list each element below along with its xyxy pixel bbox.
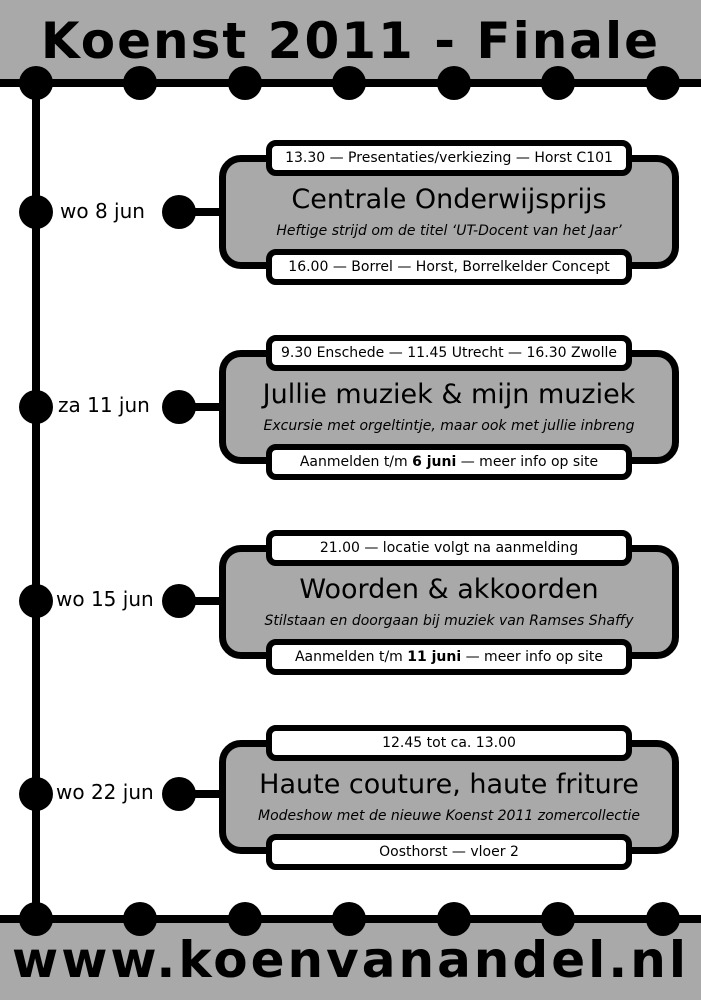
event-connector — [178, 403, 226, 411]
event-extra-info: Aanmelden t/m 11 juni — meer info op sit… — [266, 639, 632, 675]
time-info-text: 13.30 — Presentaties/verkiezing — Horst … — [285, 150, 613, 166]
extra-info-suffix: — meer info op site — [456, 454, 599, 470]
event-extra-info: 16.00 — Borrel — Horst, Borrelkelder Con… — [266, 249, 632, 285]
extra-info-text: 16.00 — Borrel — Horst, Borrelkelder Con… — [288, 259, 610, 275]
rail-dot — [541, 902, 575, 936]
event-date: wo 22 jun — [56, 780, 154, 804]
event-date: wo 15 jun — [56, 587, 154, 611]
event-subtitle: Stilstaan en doorgaan bij muziek van Ram… — [264, 613, 634, 629]
timeline-dot — [19, 390, 53, 424]
rail-dot — [332, 902, 366, 936]
rail-dot — [332, 66, 366, 100]
event-connector — [178, 597, 226, 605]
timeline-dot — [19, 584, 53, 618]
website-link[interactable]: www.koenvanandel.nl — [12, 930, 689, 989]
time-info-text: 9.30 Enschede — 11.45 Utrecht — 16.30 Zw… — [280, 345, 618, 361]
rail-dot — [646, 902, 680, 936]
footer-banner: www.koenvanandel.nl — [0, 919, 701, 1000]
rail-dot — [646, 66, 680, 100]
event-extra-info: Oosthorst — vloer 2 — [266, 834, 632, 870]
extra-info-prefix: Aanmelden t/m — [299, 454, 413, 470]
extra-info-deadline: 6 juni — [412, 454, 457, 470]
event-time-info: 9.30 Enschede — 11.45 Utrecht — 16.30 Zw… — [266, 335, 632, 371]
event-time-info: 13.30 — Presentaties/verkiezing — Horst … — [266, 140, 632, 176]
rail-dot — [228, 902, 262, 936]
rail-dot — [123, 66, 157, 100]
time-info-text: 12.45 tot ca. 13.00 — [382, 735, 516, 751]
rail-dot — [123, 902, 157, 936]
event-title: Jullie muziek & mijn muziek — [262, 379, 636, 410]
rail-dot — [541, 66, 575, 100]
rail-dot — [228, 66, 262, 100]
event-connector — [178, 208, 226, 216]
extra-info-prefix: Aanmelden t/m — [294, 649, 408, 665]
rail-dot — [19, 902, 53, 936]
event-subtitle: Modeshow met de nieuwe Koenst 2011 zomer… — [258, 808, 640, 824]
event-date: wo 8 jun — [60, 199, 145, 223]
event-title: Haute couture, haute friture — [259, 769, 639, 800]
vertical-rail — [32, 82, 40, 922]
poster-title: Koenst 2011 - Finale — [40, 12, 661, 70]
header-banner: Koenst 2011 - Finale — [0, 0, 701, 82]
time-info-text: 21.00 — locatie volgt na aanmelding — [319, 540, 579, 556]
event-connector — [178, 790, 226, 798]
event-time-info: 21.00 — locatie volgt na aanmelding — [266, 530, 632, 566]
event-time-info: 12.45 tot ca. 13.00 — [266, 725, 632, 761]
event-subtitle: Excursie met orgeltintje, maar ook met j… — [263, 418, 635, 434]
rail-dot — [437, 902, 471, 936]
event-subtitle: Heftige strijd om de titel ‘UT-Docent va… — [276, 223, 622, 239]
extra-info-suffix: — meer info op site — [461, 649, 604, 665]
event-title: Woorden & akkoorden — [299, 574, 599, 605]
extra-info-text: Oosthorst — vloer 2 — [379, 844, 519, 860]
rail-dot — [437, 66, 471, 100]
rail-dot — [19, 66, 53, 100]
event-extra-info: Aanmelden t/m 6 juni — meer info op site — [266, 444, 632, 480]
extra-info-deadline: 11 juni — [407, 649, 462, 665]
timeline-dot — [19, 777, 53, 811]
timeline-dot — [19, 195, 53, 229]
event-date: za 11 jun — [58, 393, 150, 417]
event-title: Centrale Onderwijsprijs — [291, 184, 607, 215]
